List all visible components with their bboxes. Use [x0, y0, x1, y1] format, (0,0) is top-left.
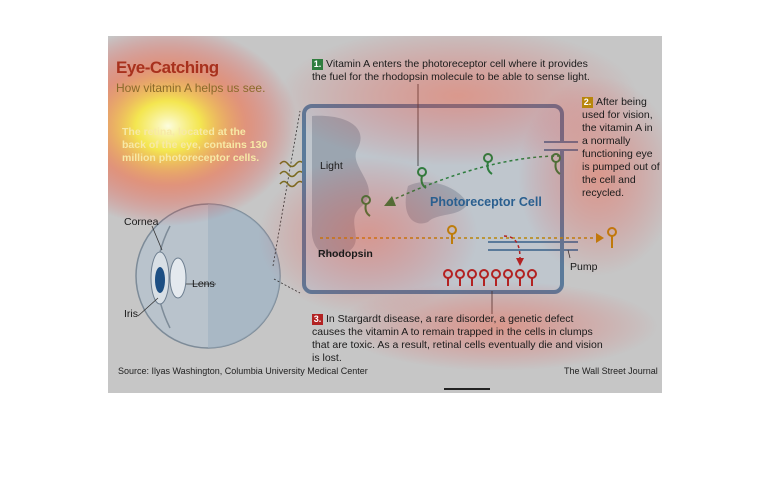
- light-label: Light: [320, 160, 343, 172]
- infographic-panel: Eye-Catching How vitamin A helps us see.…: [108, 36, 662, 393]
- iris-shape: [155, 267, 165, 293]
- step-3: 3.In Stargardt disease, a rare disorder,…: [312, 313, 608, 365]
- step-2-text: After being used for vision, the vitamin…: [582, 96, 660, 199]
- page-subtitle: How vitamin A helps us see.: [116, 81, 266, 95]
- lens-shape: [169, 257, 187, 299]
- rhodopsin-label: Rhodopsin: [318, 248, 373, 260]
- step-1-number: 1.: [312, 59, 323, 70]
- step-3-number: 3.: [312, 314, 323, 325]
- iris-label: Iris: [124, 308, 138, 320]
- source-credit: Source: Ilyas Washington, Columbia Unive…: [118, 366, 368, 376]
- step-3-text: In Stargardt disease, a rare disorder, a…: [312, 313, 603, 364]
- step-2: 2.After being used for vision, the vitam…: [582, 96, 660, 200]
- page-title: Eye-Catching: [116, 58, 219, 77]
- cell-title: Photoreceptor Cell: [430, 195, 542, 209]
- step-1-text: Vitamin A enters the photoreceptor cell …: [312, 58, 590, 83]
- lens-label: Lens: [192, 278, 215, 290]
- retina-note: The retina, located at the back of the e…: [122, 126, 268, 164]
- publisher-credit: The Wall Street Journal: [564, 366, 658, 376]
- pump-label: Pump: [570, 261, 598, 273]
- step-2-number: 2.: [582, 97, 593, 108]
- scroll-indicator: [444, 388, 490, 390]
- cornea-label: Cornea: [124, 216, 159, 228]
- step-1: 1.Vitamin A enters the photoreceptor cel…: [312, 58, 592, 84]
